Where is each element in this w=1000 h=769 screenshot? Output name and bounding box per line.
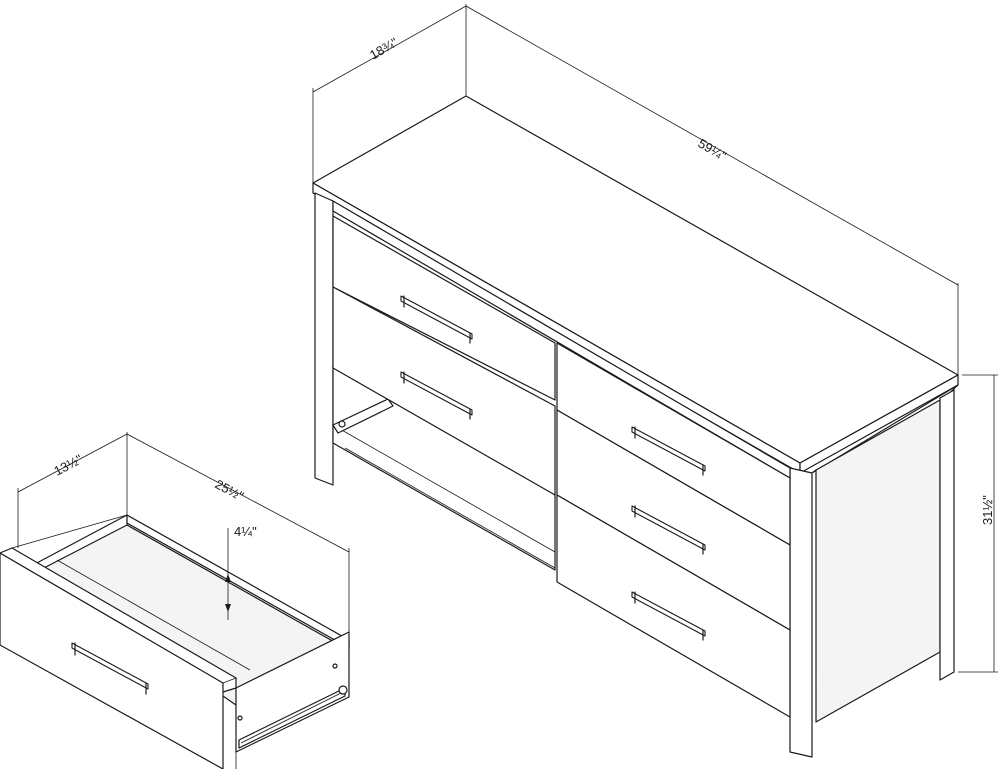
drawer-width-label: 25½" <box>213 476 247 503</box>
drawer-front-panel <box>0 552 224 769</box>
dresser-right-back-leg <box>939 389 955 681</box>
drawer-handle <box>71 642 149 695</box>
dresser-front-left-leg <box>314 192 334 486</box>
handle-right-top <box>631 426 706 476</box>
drawer-slide-roller <box>338 685 348 695</box>
handle-left-middle <box>400 371 473 420</box>
drawer-depth-label: 13½" <box>51 451 85 478</box>
cavity-bottom-line <box>344 447 556 569</box>
dresser-height-label: 31½" <box>980 495 995 525</box>
dresser-front-right-leg <box>789 467 813 758</box>
handle-right-bottom <box>631 591 706 641</box>
drawer-height-arrow-up <box>225 574 231 582</box>
drawer-dimension-lines <box>17 432 350 632</box>
drawer-height-arrow-down <box>225 604 231 612</box>
dresser-width-label: 59¼" <box>696 136 730 164</box>
dresser-drawer-left-middle <box>332 286 556 496</box>
dresser-depth-label: 18¾" <box>367 34 401 62</box>
loose-drawer <box>0 514 350 769</box>
dresser-drawer-left-top <box>332 215 556 401</box>
drawer-height-label: 4¼" <box>234 524 257 539</box>
drawer-slide-rail <box>238 687 346 749</box>
dresser-dimension-lines <box>312 4 998 673</box>
drawer-screw-2 <box>237 715 243 721</box>
handle-left-top <box>400 295 473 344</box>
dresser <box>312 95 959 758</box>
dresser-drawer-right-bottom <box>556 494 791 718</box>
cavity-shelf-line <box>332 424 556 553</box>
cavity-slide-screw <box>338 420 346 428</box>
handle-right-middle <box>631 505 706 555</box>
drawer-screw-1 <box>332 663 338 669</box>
cavity-drawer-slide <box>332 398 394 434</box>
